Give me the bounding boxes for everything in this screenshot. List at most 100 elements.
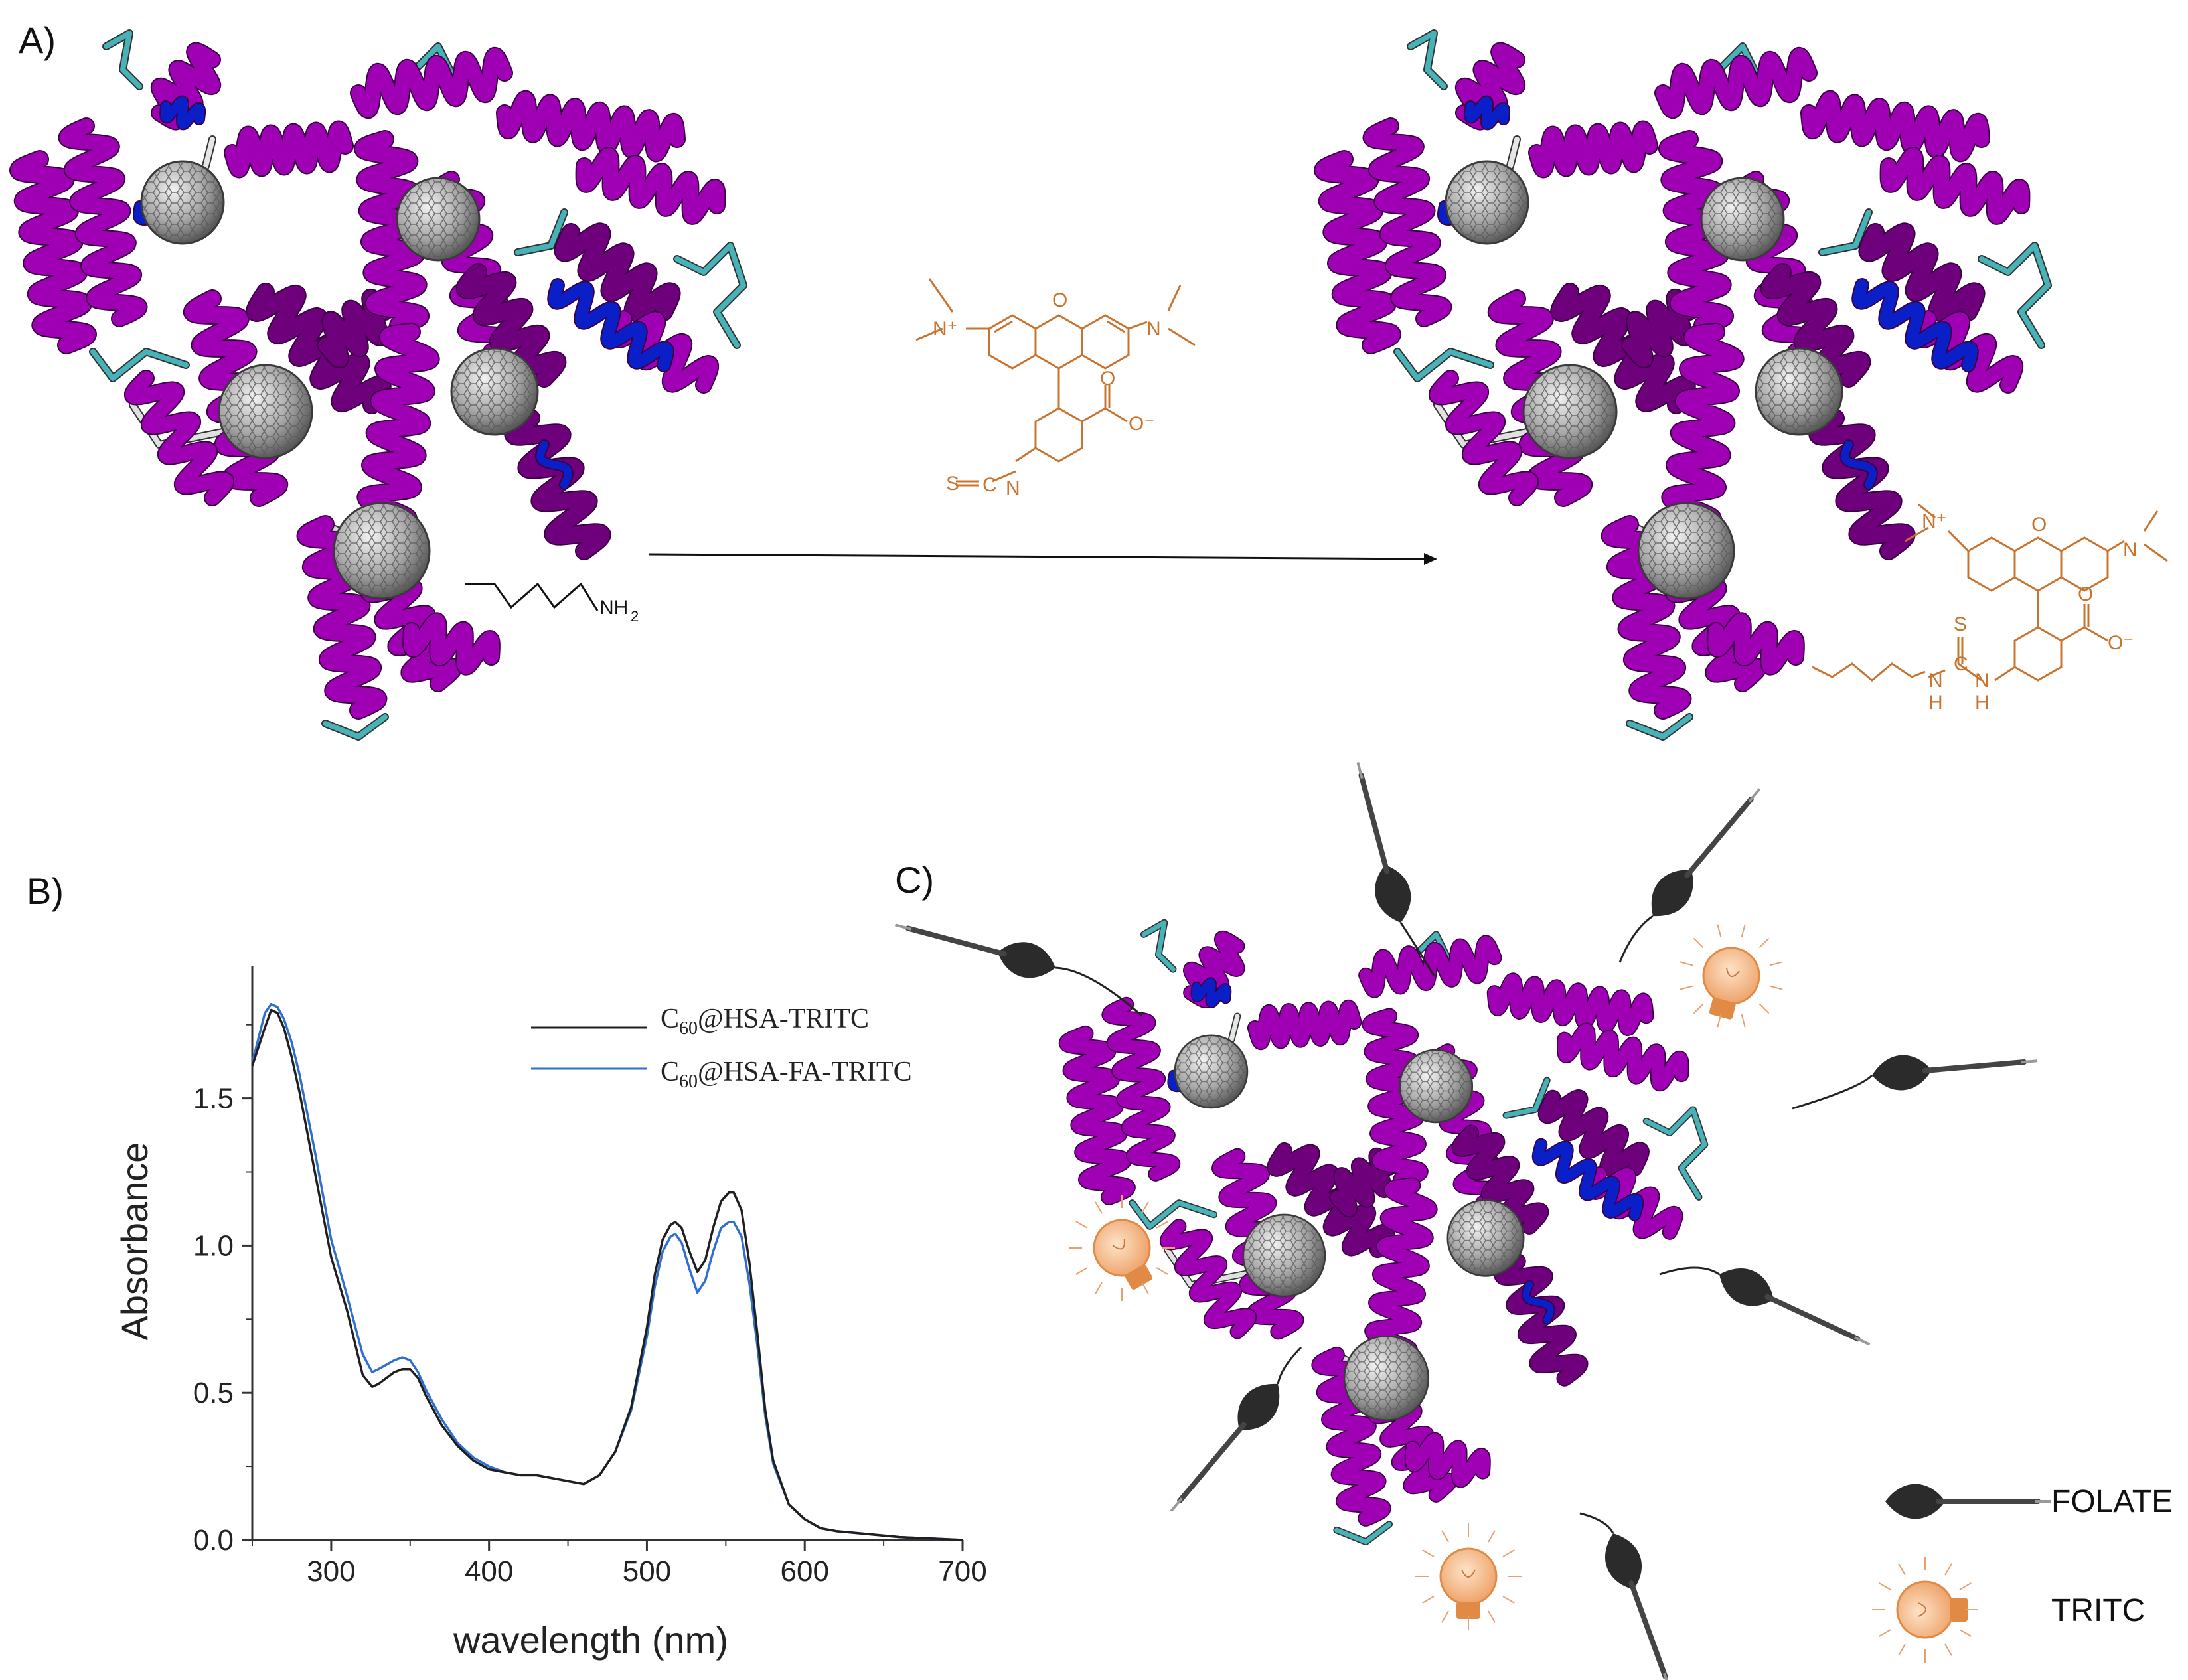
dart-fletching (1885, 1484, 1945, 1519)
bulb-ray (1944, 1563, 1952, 1576)
helix-ribbon (1708, 613, 1804, 674)
series-line-c60-hsa-tritc (251, 1008, 963, 1541)
coil-segment (1644, 1107, 1707, 1200)
bulb-ray (1769, 985, 1783, 990)
dart-tip (2020, 1059, 2038, 1064)
lysine-nh2-label: NH (599, 597, 628, 619)
helix-ribbon (1160, 1219, 1256, 1338)
reagent-carboxylate: O⁻ (1129, 413, 1154, 435)
coil-segment (1435, 402, 1533, 447)
helix-ribbon (1488, 974, 1653, 1035)
y-tick-label: 1.5 (193, 1083, 234, 1115)
folate-dart-icon (1605, 1533, 1672, 1680)
helix-ribbon (505, 410, 610, 559)
helix-ribbon (1495, 1254, 1587, 1385)
helix-ribbon (351, 48, 512, 118)
coil-segment (1979, 243, 2051, 348)
bulb-ray (1095, 1282, 1103, 1294)
reagent-n-right: N (1146, 318, 1161, 340)
reagent-ncs-c: C (982, 474, 997, 496)
dart-fletching (1719, 1268, 1774, 1306)
bulb-ray (1898, 1563, 1906, 1576)
bulb-ray (1769, 961, 1783, 966)
x-axis-title: wavelength (nm) (453, 1619, 728, 1661)
bulb-ray (1741, 1014, 1746, 1028)
fullerene-mesh (1401, 1051, 1471, 1122)
folate-dart-icon (1170, 1383, 1280, 1512)
coil-segment (1504, 1078, 1549, 1118)
bulb-ray (1068, 1247, 1082, 1249)
x-tick-label: 600 (781, 1555, 829, 1588)
bulb-ray (1422, 1596, 1435, 1604)
coil-segment (1130, 1200, 1217, 1229)
bulb-ray (1898, 1643, 1906, 1656)
reagent-n-plus: N⁺ (933, 318, 958, 340)
coil-segment (1820, 210, 1871, 255)
helix-ribbon (497, 91, 684, 161)
folate-linker (1399, 922, 1435, 976)
dart-shaft (1764, 1294, 1861, 1342)
tritc-bulb-icon (1068, 1194, 1176, 1302)
helix-ribbon (1802, 91, 1989, 161)
coil-segment (90, 349, 189, 381)
fullerene-mesh (1448, 1201, 1523, 1275)
bulb-ray (1758, 937, 1770, 949)
folate-dart-icon (1885, 1484, 2051, 1519)
chart-legend: C60@HSA-TRITC C60@HSA-FA-TRITC (531, 1004, 912, 1092)
helix-ribbon (1359, 936, 1501, 997)
chart-series (251, 1002, 963, 1541)
helix-ribbon (1853, 279, 1978, 371)
bulb-ray (1680, 961, 1693, 966)
helix-ribbon (1841, 441, 1877, 489)
panel-label-c: C) (895, 859, 934, 901)
helix-ribbon (404, 613, 499, 674)
y-tick-label: 0.0 (193, 1524, 234, 1557)
folate-linker (1659, 1266, 1720, 1276)
helix-ribbon (555, 224, 680, 321)
bulb-base (1456, 1602, 1480, 1619)
bulb-ray (1441, 1610, 1449, 1623)
dart-shaft (905, 925, 1007, 957)
bulb-ray (1095, 1201, 1103, 1214)
reaction-arrow (649, 553, 1437, 565)
dart-fletching (1375, 865, 1411, 923)
panel-label-a: A) (19, 19, 56, 61)
folate-dart-icon (1651, 788, 1761, 917)
helix-ribbon (536, 441, 572, 489)
fullerene-mesh (398, 179, 478, 259)
coil-segment (130, 402, 228, 447)
helix-ribbon (1602, 516, 1691, 718)
bulb-ray (1879, 1582, 1891, 1590)
fullerene-mesh (453, 350, 536, 433)
helix-ribbon (1622, 289, 1697, 368)
product-ring-o: O (2031, 514, 2047, 536)
bulb-ray (1717, 924, 1722, 938)
helix-ribbon (1312, 1347, 1391, 1526)
coil-segment (674, 243, 746, 348)
bulb-ray (1141, 1201, 1149, 1214)
lysine-side-chain: NH 2 (465, 582, 639, 625)
coil-segment (1334, 1521, 1392, 1545)
helix-ribbon (1557, 1024, 1688, 1091)
product-labels: N⁺ O N O O⁻ S C N H N H (1922, 510, 2138, 714)
helix-ribbon (1330, 1148, 1396, 1217)
coil-segment (1408, 31, 1446, 89)
fullerene-mesh (335, 504, 428, 597)
bulb-ray (1075, 1221, 1088, 1229)
product-nh2: N (1975, 670, 1990, 692)
reagent-labels: N⁺ O N O O⁻ S C N (933, 289, 1161, 499)
bulb-ray (1741, 924, 1746, 938)
helix-ribbon (59, 119, 147, 326)
helix-ribbon (1810, 410, 1914, 559)
bulb-ray (1502, 1596, 1515, 1604)
product-linker (1812, 662, 1926, 682)
folate-dart-icon (1356, 762, 1411, 923)
tritc-reagent-structure (915, 278, 1196, 487)
helix-ribbon (1464, 96, 1510, 129)
folate-linker (1277, 1346, 1302, 1385)
product-tritc-structure (1905, 503, 2168, 682)
bulb-ray (1488, 1530, 1496, 1543)
bulb-base (1125, 1264, 1153, 1290)
protein-structure-right (1314, 29, 2052, 741)
